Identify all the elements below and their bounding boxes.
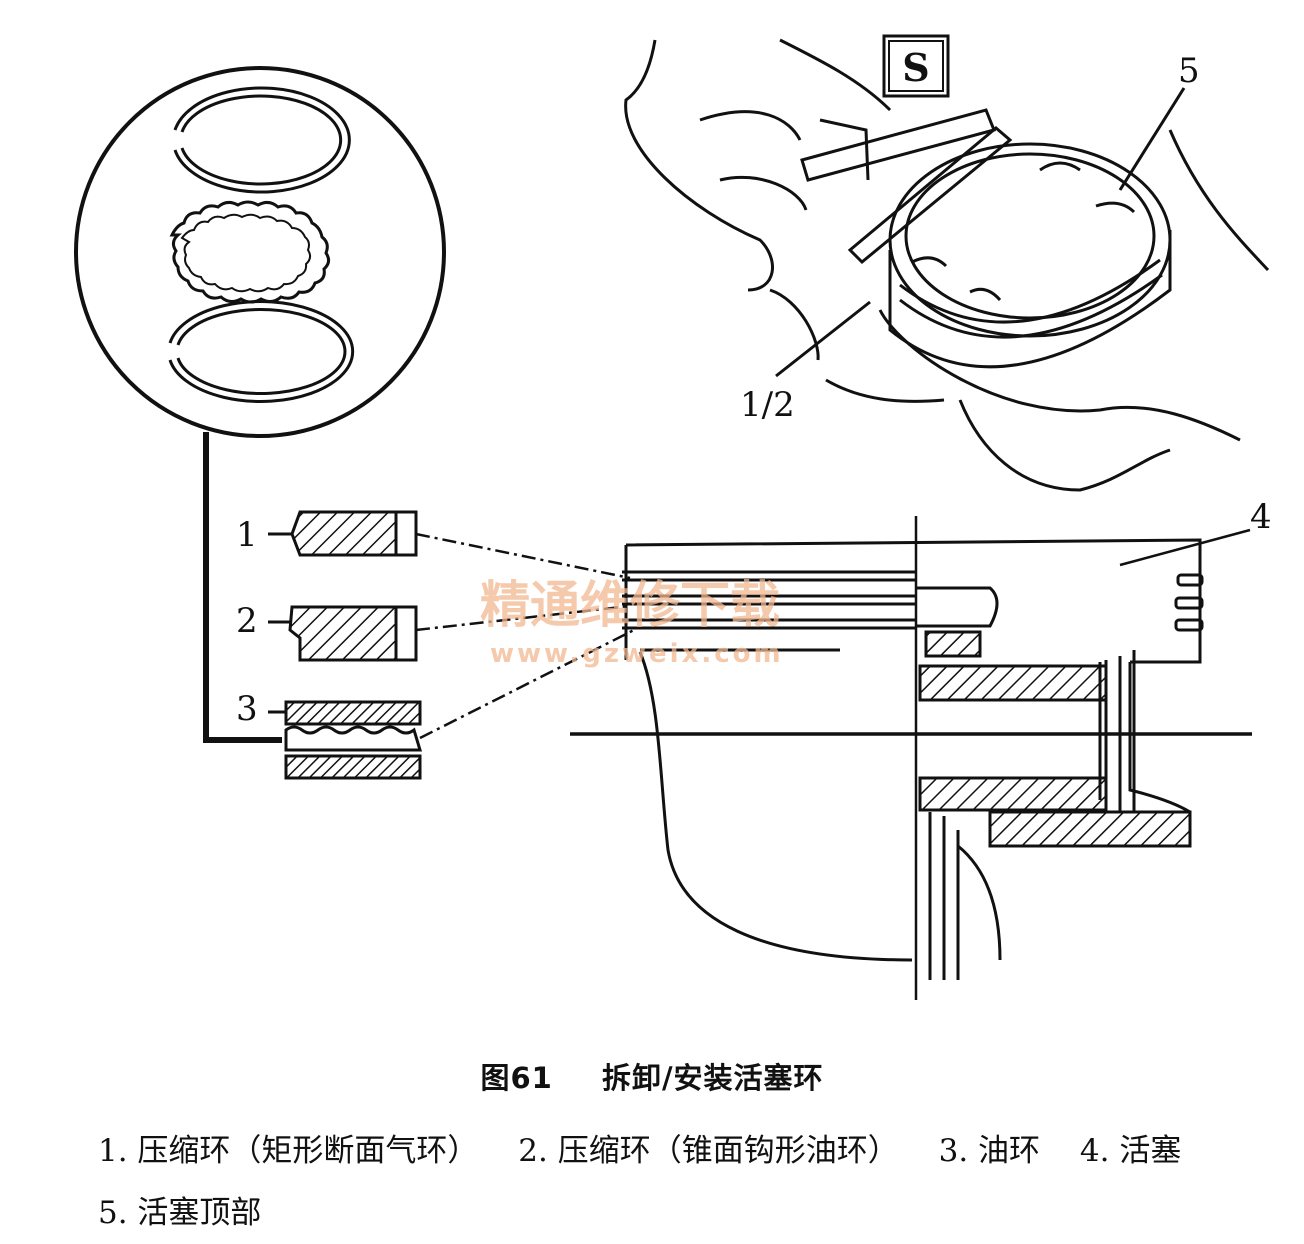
special-tool-icon: S [882, 34, 950, 98]
ring-section-2 [268, 605, 418, 662]
legend-item-4: 4. 活塞 [1079, 1133, 1182, 1169]
callout-2: 2 [236, 601, 258, 641]
legend-item-3: 3. 油环 [938, 1133, 1041, 1169]
ring-section-1 [268, 510, 418, 557]
piston-section [570, 516, 1252, 1000]
piston-ring-diagram: S 1 2 3 4 5 1/2 精通维修下载 www.gzweix.com [74, 34, 1272, 1000]
detail-connector [203, 432, 282, 743]
figure-caption: 图61 拆卸/安装活塞环 [0, 1055, 1304, 1097]
watermark-text: 精通维修下载 [480, 576, 780, 634]
watermark-url: www.gzweix.com [490, 639, 784, 669]
figure-number: 图61 [480, 1061, 553, 1095]
callout-5: 5 [1178, 51, 1200, 91]
leader-lines [415, 532, 635, 740]
legend-item-5: 5. 活塞顶部 [98, 1195, 262, 1231]
ring-plier-illustration [624, 38, 1270, 492]
callout-4: 4 [1250, 497, 1272, 537]
leader-4 [1119, 528, 1251, 567]
callout-1: 1 [236, 515, 258, 555]
bottom-ring-view [168, 300, 355, 403]
legend-item-1: 1. 压缩环（矩形断面气环） [98, 1133, 479, 1169]
ring-detail-circle [74, 66, 446, 438]
callout-3: 3 [236, 689, 258, 729]
wavy-ring-view [169, 200, 331, 304]
ring-section-3 [268, 700, 423, 780]
tool-icon-glyph: S [902, 45, 929, 90]
legend-item-2: 2. 压缩环（锥面钩形油环） [518, 1133, 899, 1169]
top-ring-view [173, 86, 351, 194]
callout-1-2: 1/2 [740, 385, 795, 425]
figure-title: 拆卸/安装活塞环 [601, 1061, 824, 1095]
figure-legend: 1. 压缩环（矩形断面气环） 2. 压缩环（锥面钩形油环） 3. 油环 4. 活… [98, 1120, 1248, 1244]
